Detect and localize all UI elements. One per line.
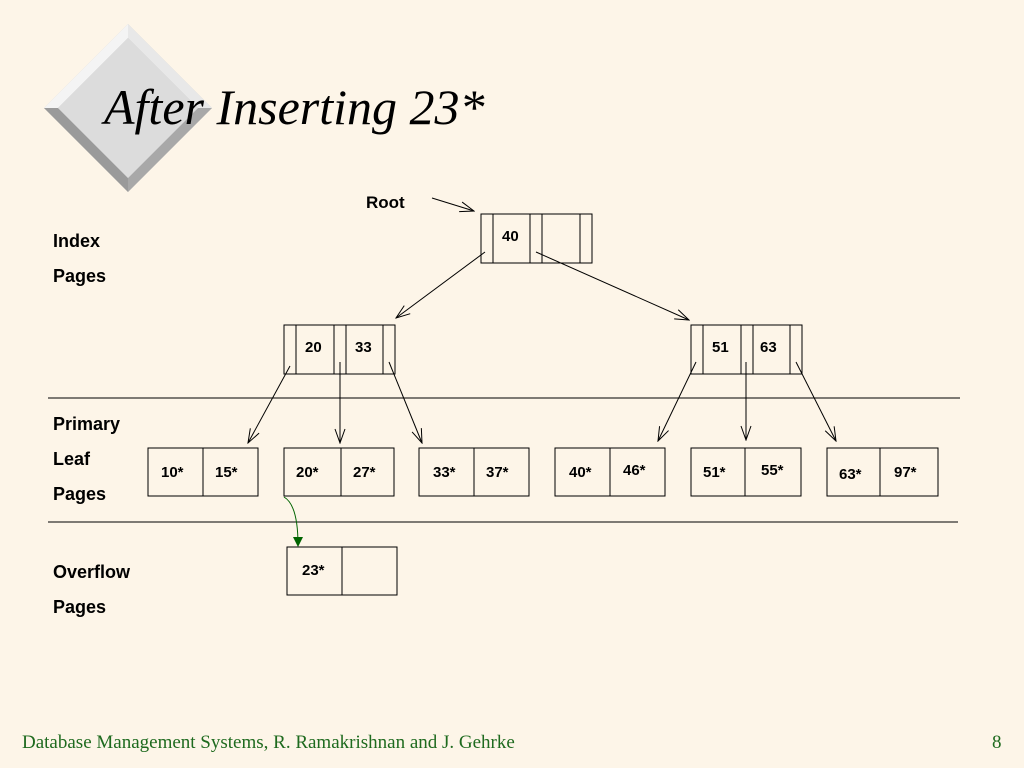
- left-index-key-0: 20: [305, 339, 322, 356]
- label-index: Index: [53, 231, 101, 251]
- overflow-key-0: 23*: [302, 562, 325, 579]
- root-key-0: 40: [502, 228, 519, 245]
- leaf-5-key-0: 63*: [839, 466, 862, 483]
- label-overflow: Overflow: [53, 562, 131, 582]
- right-index-key-1: 63: [760, 339, 777, 356]
- label-primary: Primary: [53, 414, 121, 434]
- leaf-page-3: [554, 447, 666, 497]
- overflow-pointer-arrow: [283, 496, 303, 547]
- leaf-1-key-0: 20*: [296, 464, 319, 481]
- footer-citation: Database Management Systems, R. Ramakris…: [22, 732, 515, 753]
- leaf-3-key-0: 40*: [569, 464, 592, 481]
- right-index-ptr-2-arrow: [795, 361, 836, 441]
- leaf-5-key-1: 97*: [894, 464, 917, 481]
- label-index-pages: Pages: [53, 266, 107, 286]
- leaf-4-key-0: 51*: [703, 464, 726, 481]
- leaf-0-key-0: 10*: [161, 464, 184, 481]
- label-leaf: Leaf: [53, 449, 91, 469]
- leaf-page-5: [826, 447, 939, 497]
- leaf-2-key-0: 33*: [433, 464, 456, 481]
- leaf-page-1: [283, 447, 395, 497]
- left-index-ptr-0-arrow: [248, 365, 291, 443]
- root-pointer-arrow: [431, 197, 474, 211]
- leaf-1-key-1: 27*: [353, 464, 376, 481]
- leaf-page-0: [147, 447, 259, 497]
- root-to-right-arrow: [535, 251, 689, 320]
- overflow-page: [286, 546, 398, 596]
- root-to-left-arrow: [396, 251, 486, 318]
- slide-title: After Inserting 23*: [104, 79, 485, 135]
- root-node: [480, 213, 593, 264]
- left-index-key-1: 33: [355, 339, 372, 356]
- label-overflow-pages: Pages: [53, 597, 107, 617]
- leaf-page-4: [690, 447, 802, 497]
- label-leaf-pages: Pages: [53, 484, 107, 504]
- leaf-0-key-1: 15*: [215, 464, 238, 481]
- right-index-key-0: 51: [712, 339, 729, 356]
- root-label: Root: [366, 193, 405, 212]
- leaf-3-key-1: 46*: [623, 462, 646, 479]
- decorative-diamond: [44, 24, 212, 192]
- leaf-page-2: [418, 447, 530, 497]
- page-number: 8: [992, 732, 1002, 753]
- right-index-ptr-0-arrow: [658, 361, 697, 441]
- leaf-4-key-1: 55*: [761, 462, 784, 479]
- left-index-ptr-2-arrow: [388, 361, 422, 443]
- leaf-2-key-1: 37*: [486, 464, 509, 481]
